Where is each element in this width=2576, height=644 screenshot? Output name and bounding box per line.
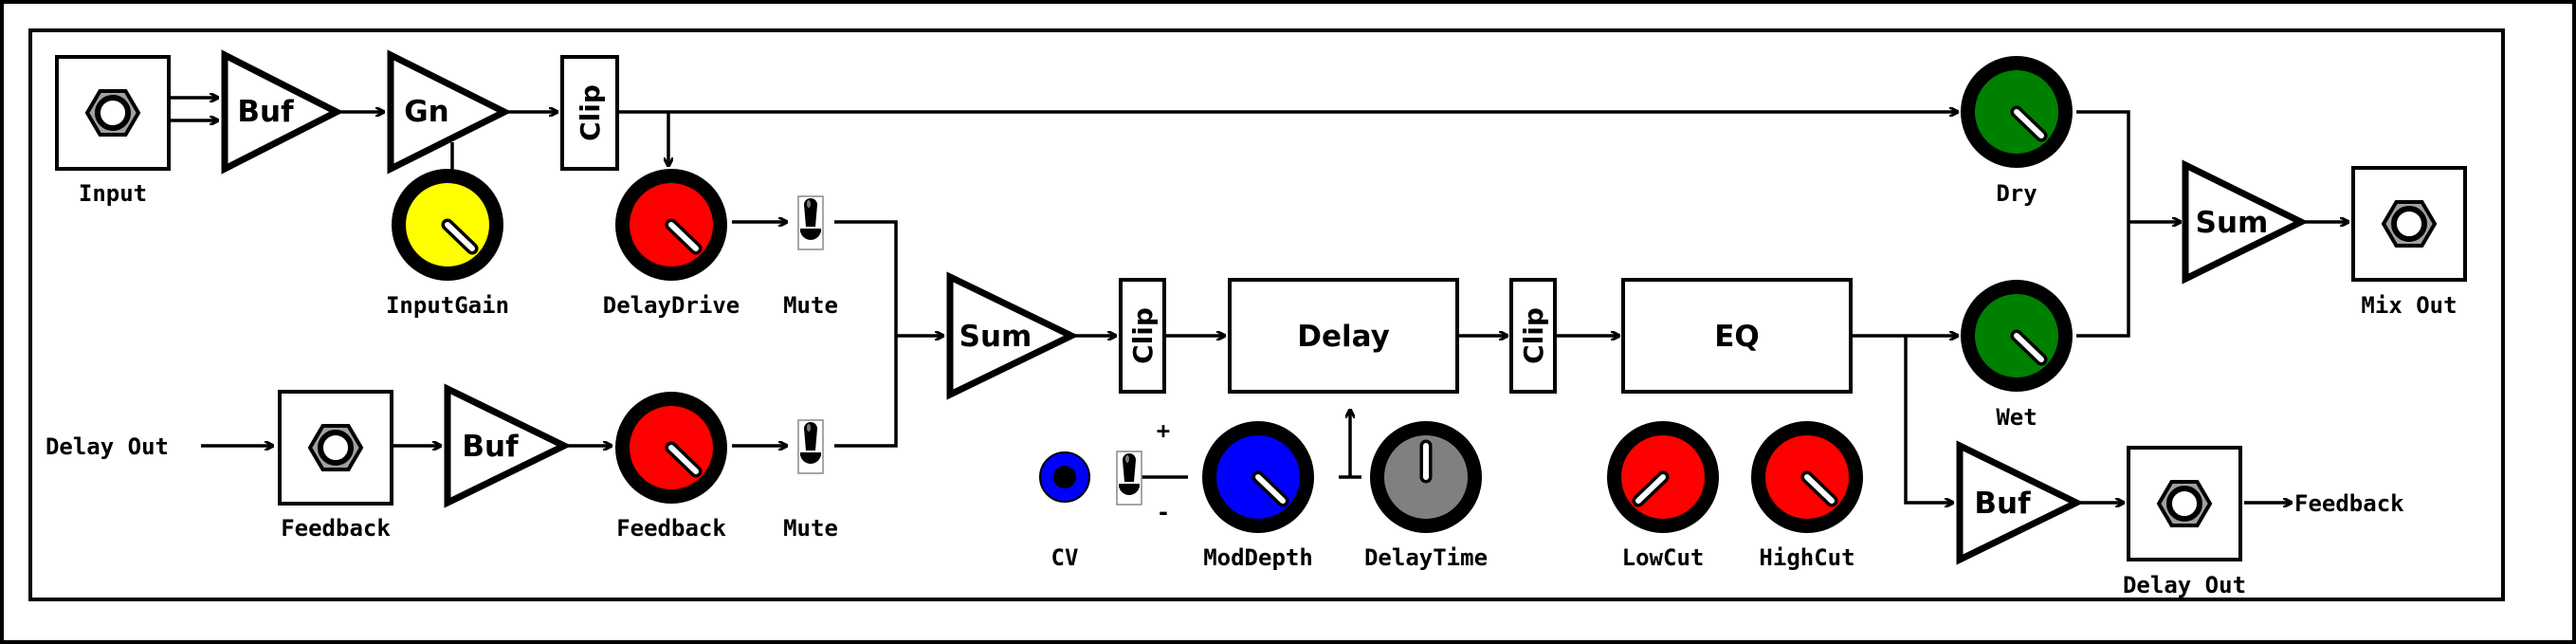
svg-text:Clip: Clip (1127, 307, 1159, 364)
low-cut-label: LowCut (1622, 544, 1705, 571)
feedback-jack[interactable] (278, 390, 393, 506)
toggle-switch-icon (1116, 451, 1142, 506)
mix-out-jack[interactable] (2351, 166, 2467, 282)
svg-text:Buf: Buf (462, 430, 519, 464)
svg-text:Gn: Gn (404, 95, 449, 129)
delay-time-label: DelayTime (1364, 544, 1488, 571)
clip-pre-delay-block: Clip (1119, 278, 1166, 394)
high-cut-knob[interactable] (1751, 421, 1863, 533)
audio-jack-icon (87, 91, 138, 135)
mute-top-label: Mute (783, 292, 838, 319)
gain-block: Gn (387, 49, 512, 175)
delay-drive-knob[interactable] (615, 169, 727, 281)
toggle-minus-label: - (1157, 499, 1170, 525)
feedback-knob[interactable] (615, 392, 727, 504)
svg-text:Sum: Sum (959, 320, 1032, 354)
svg-text:Buf: Buf (237, 95, 294, 129)
input-gain-knob[interactable] (392, 169, 503, 281)
svg-text:Delay: Delay (1297, 320, 1390, 354)
buf-feedback-in-block: Buf (444, 383, 572, 508)
wires (171, 98, 2348, 503)
delay-out-input-label: Delay Out (46, 433, 169, 460)
delay-drive-label: DelayDrive (603, 292, 740, 319)
input-jack[interactable] (55, 55, 171, 171)
cv-polarity-toggle[interactable] (1116, 451, 1142, 506)
mod-depth-label: ModDepth (1203, 544, 1313, 571)
sum-mix-block: Sum (2182, 159, 2309, 285)
inner-frame (28, 28, 2505, 601)
buf-delay-out-block: Buf (1956, 440, 2084, 565)
input-label: Input (79, 180, 147, 207)
svg-text:Clip: Clip (575, 84, 606, 141)
eq-block: EQ (1621, 278, 1853, 394)
cv-jack[interactable] (1039, 451, 1090, 503)
toggle-switch-icon (797, 195, 824, 250)
high-cut-label: HighCut (1759, 544, 1854, 571)
mute-bottom-toggle[interactable] (797, 419, 824, 474)
dry-knob[interactable] (1961, 56, 2073, 168)
audio-jack-icon (2384, 202, 2435, 246)
mod-depth-knob[interactable] (1202, 421, 1314, 533)
dry-label: Dry (1996, 180, 2037, 207)
svg-text:EQ: EQ (1714, 320, 1760, 354)
toggle-switch-icon (797, 419, 824, 474)
clip-post-delay-block: Clip (1509, 278, 1557, 394)
cv-label: CV (1051, 544, 1079, 571)
clip-input-block: Clip (560, 55, 619, 171)
svg-text:Clip: Clip (1518, 307, 1549, 364)
mute-bottom-label: Mute (783, 515, 838, 542)
svg-text:Buf: Buf (1974, 487, 2031, 521)
audio-jack-icon (310, 426, 361, 469)
feedback-jack-label: Feedback (281, 515, 391, 542)
delay-out-jack-label: Delay Out (2123, 572, 2246, 598)
wet-label: Wet (1996, 404, 2037, 431)
buf-input-block: Buf (221, 49, 344, 175)
mix-out-label: Mix Out (2361, 292, 2457, 319)
wet-knob[interactable] (1961, 280, 2073, 392)
feedback-knob-label: Feedback (616, 515, 726, 542)
feedback-out-label: Feedback (2294, 490, 2404, 517)
sum-delay-block: Sum (946, 271, 1080, 400)
delay-out-jack[interactable] (2127, 446, 2242, 561)
toggle-plus-label: + (1157, 417, 1170, 444)
delay-time-knob[interactable] (1370, 421, 1482, 533)
mute-top-toggle[interactable] (797, 195, 824, 250)
delay-block: Delay (1228, 278, 1459, 394)
input-gain-label: InputGain (386, 292, 509, 319)
svg-text:Sum: Sum (2196, 206, 2269, 240)
audio-jack-icon (2159, 482, 2210, 525)
low-cut-knob[interactable] (1607, 421, 1719, 533)
